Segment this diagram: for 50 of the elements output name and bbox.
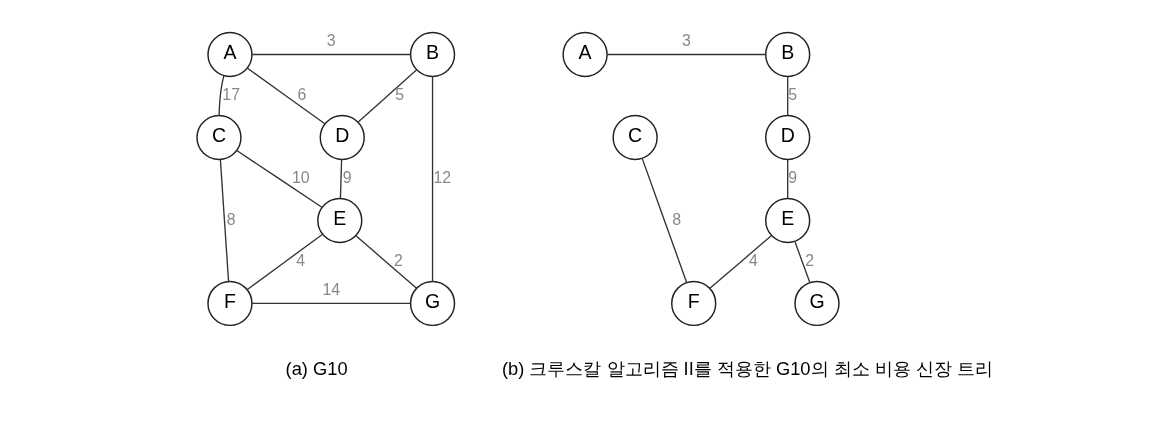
node-circle: C <box>612 114 658 161</box>
connector <box>355 235 418 289</box>
connector <box>219 158 230 282</box>
connector <box>431 76 434 282</box>
node-circle: B <box>765 31 811 78</box>
edge-label: 14 <box>322 281 341 299</box>
node-circle: F <box>671 280 717 327</box>
node-circle: D <box>319 114 365 161</box>
label: (a) G10 <box>285 357 348 379</box>
edge-label: 3 <box>326 32 336 50</box>
connector <box>246 67 326 125</box>
edge-label: 8 <box>672 210 682 228</box>
connector <box>787 159 789 199</box>
connector <box>357 69 418 123</box>
node-circle: G <box>409 280 456 327</box>
edge-label: 9 <box>788 169 797 187</box>
node-circle: A <box>207 31 253 78</box>
node-circle: E <box>317 197 363 244</box>
connector <box>339 158 343 199</box>
connector <box>787 76 789 116</box>
edge-label: 17 <box>222 86 240 104</box>
edge-label: 8 <box>226 210 236 228</box>
edge-label: 2 <box>805 252 815 270</box>
node-circle: D <box>765 114 811 161</box>
connector <box>246 233 324 291</box>
connector <box>709 235 772 289</box>
node-circle: F <box>207 280 253 327</box>
label: (b) 크루스칼 알고리즘 II를 적용한 G10의 최소 비용 신장 트리 <box>501 357 993 379</box>
connector <box>251 53 412 56</box>
edge-label: 5 <box>395 86 405 104</box>
node-circle: G <box>794 280 840 327</box>
connector <box>218 75 225 116</box>
edge-label: 3 <box>681 32 691 50</box>
connector <box>794 240 811 284</box>
edge-label: 6 <box>297 86 307 104</box>
node-circle: C <box>196 114 242 161</box>
connector <box>236 149 323 208</box>
node-circle: E <box>765 197 811 244</box>
edge-label: 4 <box>749 252 758 270</box>
edge-label: 2 <box>393 252 403 270</box>
node-circle: A <box>562 31 608 78</box>
edge-label: 10 <box>291 169 310 187</box>
connector <box>641 157 688 284</box>
edge-label: 12 <box>433 169 452 187</box>
connector <box>606 53 767 56</box>
edge-label: 9 <box>342 169 352 187</box>
connector <box>251 302 412 305</box>
node-circle: B <box>409 31 456 78</box>
edge-label: 5 <box>788 86 797 104</box>
edge-label: 4 <box>296 252 306 270</box>
